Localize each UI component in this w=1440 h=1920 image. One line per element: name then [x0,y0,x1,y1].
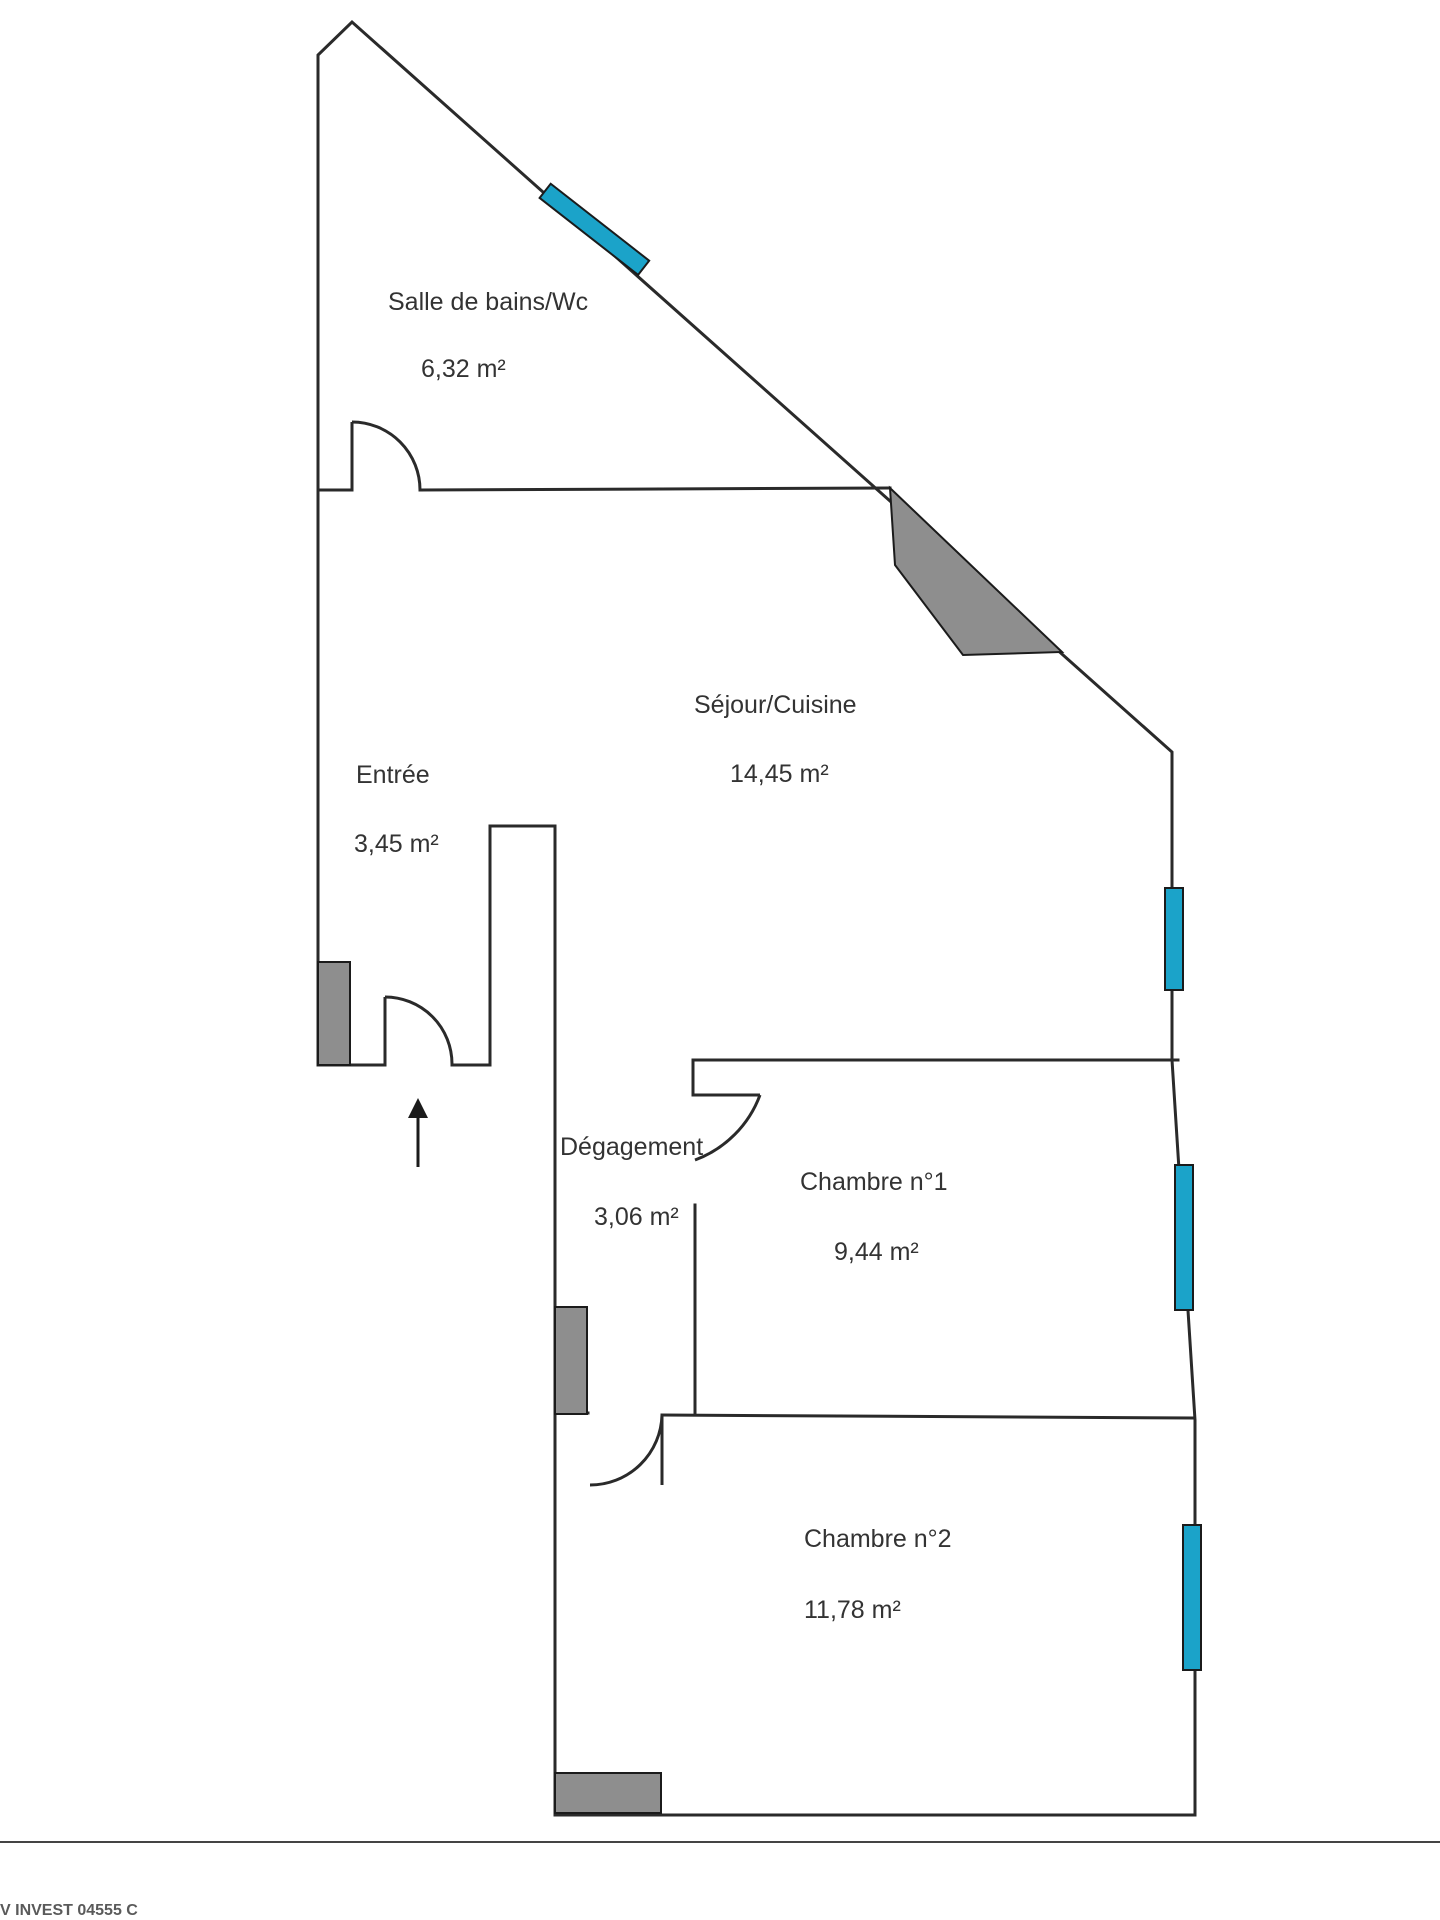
room-area-sejour-cuisine: 14,45 m² [730,760,829,788]
windows [538,182,1202,1671]
block-kitchen-corner [888,485,1065,657]
room-area-entree: 3,45 m² [354,830,439,858]
door-bathroom [350,420,422,491]
room-name-entree: Entrée [356,761,430,789]
block-degagement [554,1306,588,1415]
wall-chambre1-chambre2 [660,1413,1194,1420]
room-name-degagement: Dégagement [560,1133,703,1161]
room-name-chambre-2: Chambre n°2 [804,1525,952,1553]
room-area-chambre-1: 9,44 m² [834,1238,919,1266]
arrow-up-icon [408,1098,428,1167]
grey-blocks [317,485,1065,1814]
footer-text: V INVEST 04555 C [0,1902,138,1919]
interior-walls [316,486,1194,1420]
room-area-salle-de-bains: 6,32 m² [421,355,506,383]
doors [350,420,762,1487]
room-area-degagement: 3,06 m² [594,1203,679,1231]
room-labels: Salle de bains/Wc 6,32 m² Séjour/Cuisine… [354,288,952,1624]
window-chambre-1 [1174,1164,1194,1311]
door-chambre-2 [589,1414,664,1487]
block-chambre-2 [554,1772,662,1814]
room-area-chambre-2: 11,78 m² [804,1596,901,1624]
block-entrance [317,961,351,1066]
window-bathroom [538,182,651,277]
room-name-chambre-1: Chambre n°1 [800,1168,948,1196]
room-name-salle-de-bains: Salle de bains/Wc [388,288,588,316]
window-sejour [1164,887,1184,991]
window-chambre-2 [1182,1524,1202,1671]
room-name-sejour-cuisine: Séjour/Cuisine [694,691,857,719]
wall-bath-living-2 [418,486,892,492]
door-chambre-1 [693,1093,762,1162]
door-entrance [383,995,454,1065]
